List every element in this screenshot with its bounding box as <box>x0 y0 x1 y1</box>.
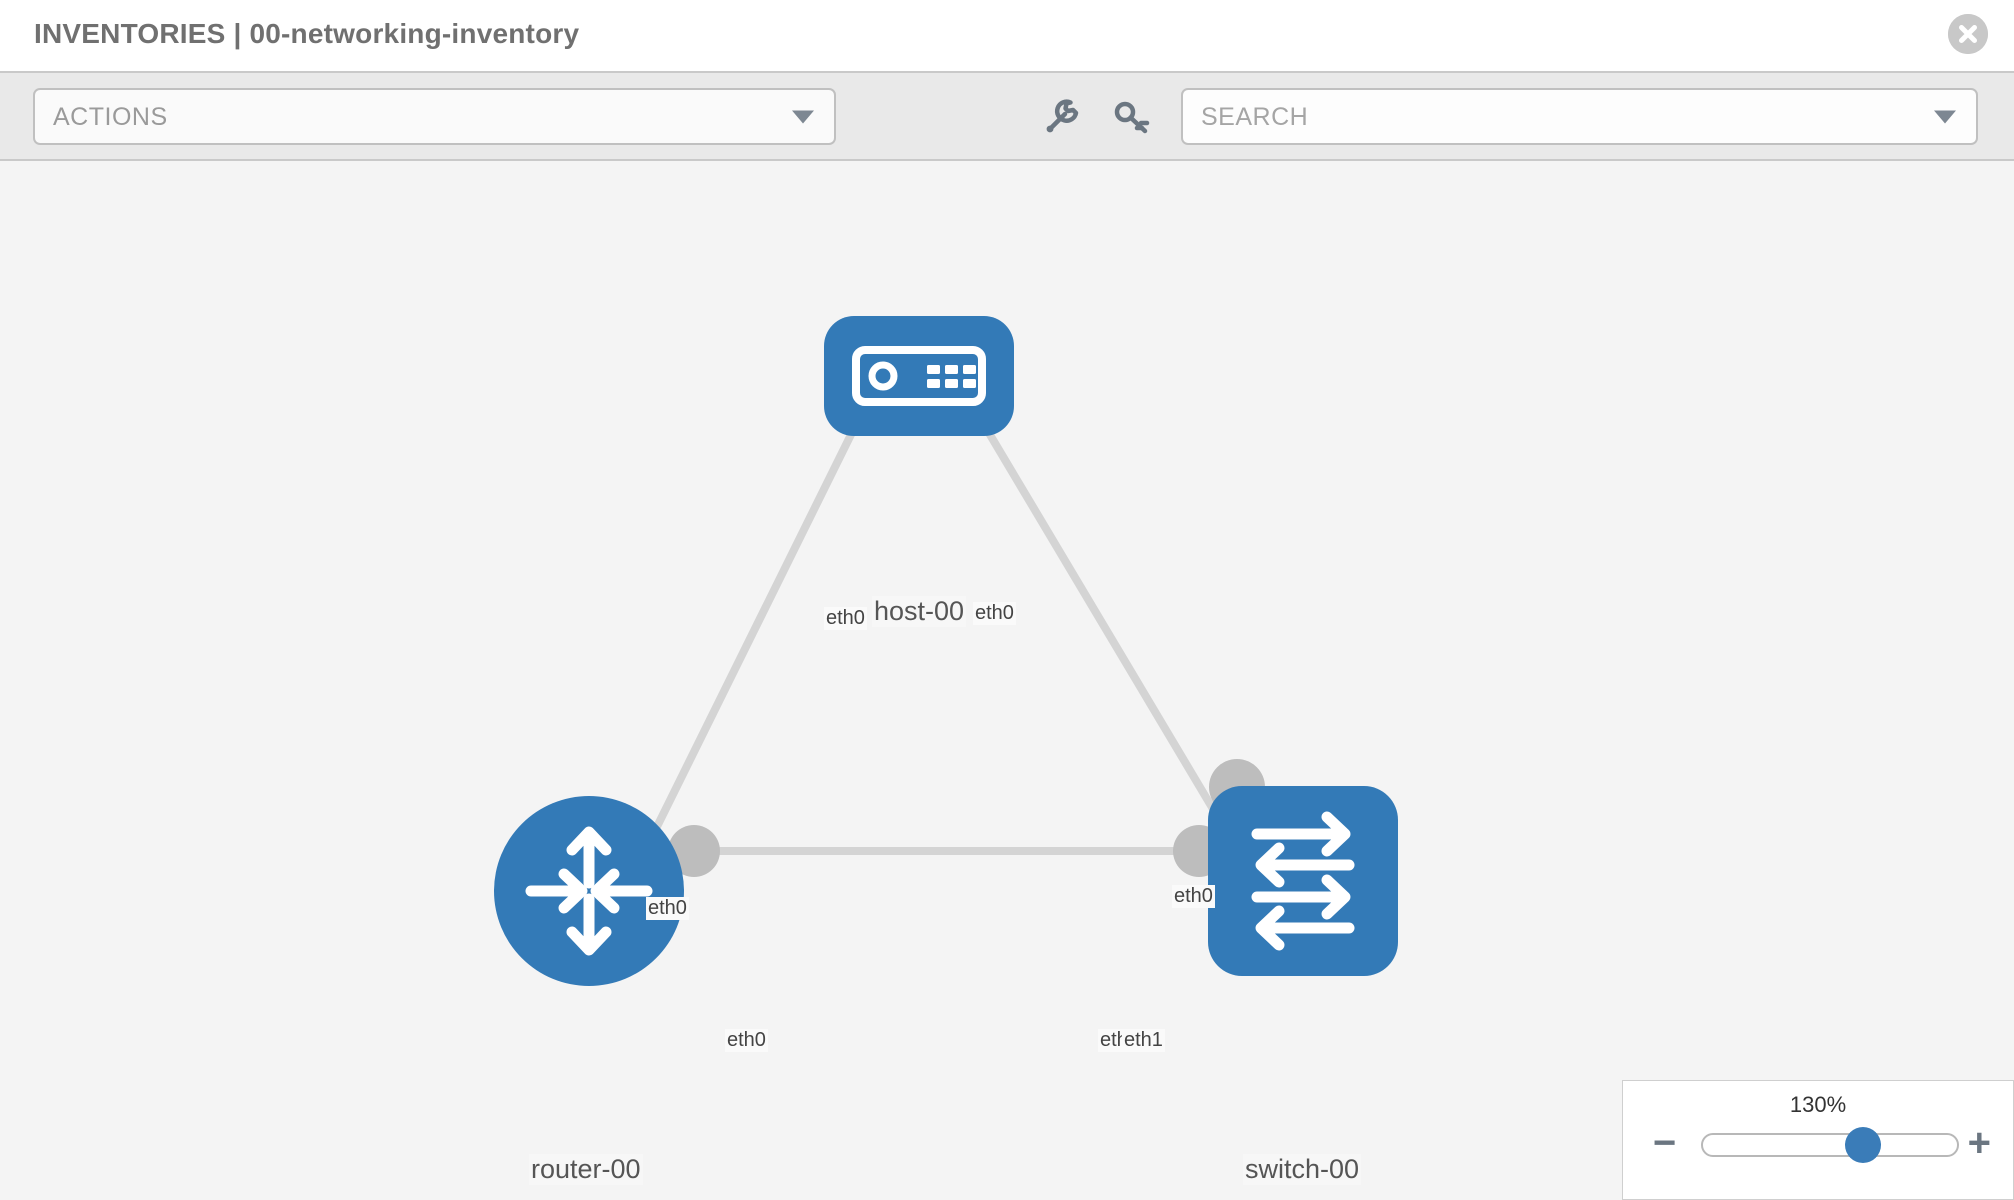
node-host-00[interactable] <box>824 316 1014 436</box>
chevron-down-icon <box>1934 110 1956 123</box>
zoom-out-button[interactable]: − <box>1653 1121 1677 1165</box>
search-placeholder: SEARCH <box>1201 103 1309 131</box>
zoom-in-button[interactable]: + <box>1967 1121 1991 1165</box>
edge-label: eth0 <box>1172 885 1215 908</box>
interface-nub[interactable] <box>668 825 720 877</box>
node-label-router-00: router-00 <box>529 1154 643 1185</box>
toolbar: ACTIONS SEARCH <box>0 71 2014 161</box>
topology-graph <box>494 316 1398 986</box>
zoom-slider[interactable] <box>1701 1127 1959 1163</box>
edge-label: eth1 <box>1122 1029 1165 1052</box>
search-input[interactable]: SEARCH <box>1181 88 1978 145</box>
actions-dropdown-label: ACTIONS <box>53 103 168 131</box>
node-label-switch-00: switch-00 <box>1243 1154 1362 1185</box>
edge-label: eth0 <box>725 1029 768 1052</box>
edge-label: eth0 <box>646 897 689 920</box>
edge-label: eth0 <box>824 607 867 630</box>
page-title: INVENTORIES | 00-networking-inventory <box>34 18 580 49</box>
edge-host-switch[interactable] <box>951 373 1242 854</box>
edge-label: eth0 <box>973 602 1016 625</box>
node-switch-00[interactable] <box>1208 786 1398 976</box>
page-header: INVENTORIES | 00-networking-inventory <box>0 0 2014 71</box>
zoom-level-value: 130% <box>1789 1092 1847 1117</box>
zoom-slider-thumb[interactable] <box>1844 1127 1881 1163</box>
edge-host-router[interactable] <box>636 374 884 863</box>
topology-canvas[interactable]: eth0 eth0 eth0 eth0 eth0 eth0 eth1 host-… <box>0 161 2014 1200</box>
wrench-icon[interactable] <box>1040 95 1084 139</box>
actions-dropdown[interactable]: ACTIONS <box>33 88 836 145</box>
key-icon[interactable] <box>1110 95 1154 139</box>
close-icon[interactable] <box>1948 14 1988 54</box>
chevron-down-icon <box>792 110 814 123</box>
node-router-00[interactable] <box>494 796 684 986</box>
node-label-host-00: host-00 <box>872 596 967 627</box>
zoom-control-panel: 130% − + <box>1622 1080 2014 1200</box>
